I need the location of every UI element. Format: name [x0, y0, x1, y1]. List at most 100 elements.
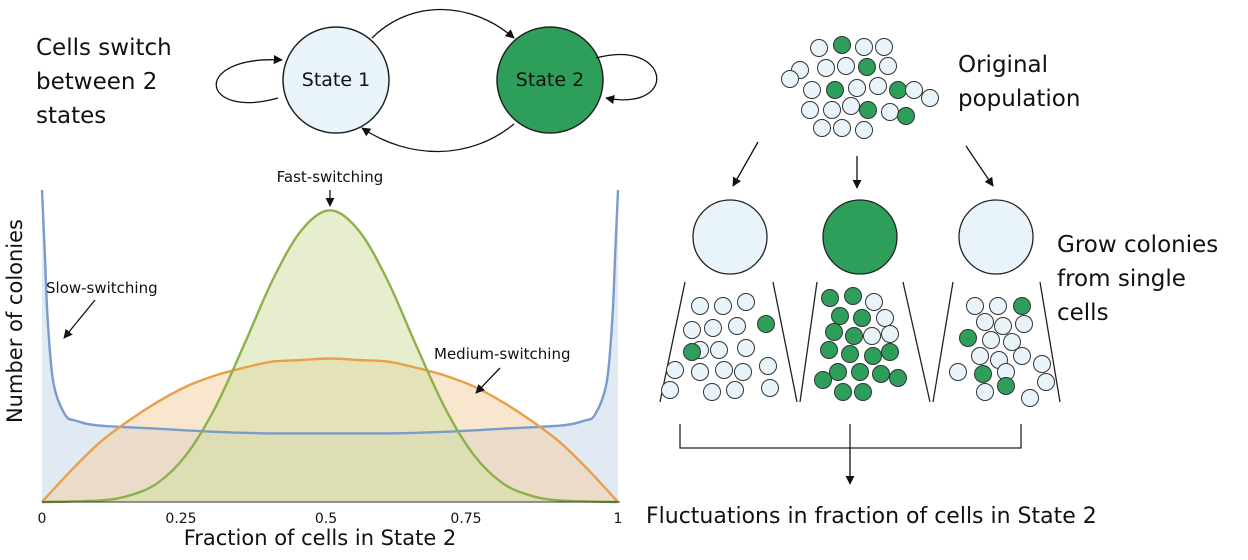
slow-switching-line — [40, 189, 620, 435]
population-cell — [837, 57, 855, 75]
colony-right-cell — [971, 347, 989, 365]
colony-middle-cell — [825, 323, 843, 341]
colony-left-cell — [726, 381, 744, 399]
colony-left-seed-cell — [692, 199, 768, 275]
colony-right-cell — [1013, 347, 1031, 365]
colony-right-cell — [966, 297, 984, 315]
colony-left-cell — [757, 315, 775, 333]
colony-left-cell — [728, 317, 746, 335]
colony-right-cell — [1033, 355, 1051, 373]
colony-right-cell — [1015, 315, 1033, 333]
switching-caption: Cells switch between 2 states — [36, 31, 172, 133]
colony-middle-cell — [881, 325, 899, 343]
arrow-to-colony-left — [732, 141, 759, 187]
colony-left-cell — [710, 341, 728, 359]
population-cell — [869, 77, 887, 95]
colony-middle-cell — [864, 347, 882, 365]
colony-middle-cell — [831, 307, 849, 325]
fast-switching-area — [42, 210, 618, 503]
population-cell — [921, 89, 939, 107]
grow-colonies-line-3: cells — [1057, 300, 1109, 326]
colony-middle-cell — [881, 343, 899, 361]
grow-colonies-label: Grow colonies from single cells — [1057, 228, 1218, 330]
medium-switching-label: Medium-switching — [434, 345, 571, 363]
colony-middle-cell — [876, 309, 894, 327]
colony-middle-seed-cell — [822, 199, 898, 275]
slow-switching-pointer — [63, 299, 96, 339]
colony-middle-cell — [872, 365, 890, 383]
colony-left-cell — [737, 293, 755, 311]
colony-right-cell — [997, 377, 1015, 395]
colony-right-cell — [989, 297, 1007, 315]
colony-left-cell — [759, 357, 777, 375]
colony-middle-cell — [814, 371, 832, 389]
colony-right-cell — [976, 383, 994, 401]
colony-middle-cell — [863, 327, 881, 345]
x-axis-label: Fraction of cells in State 2 — [183, 526, 457, 550]
switching-caption-line-2: between 2 — [36, 69, 158, 95]
x-tick-0: 0 — [37, 511, 47, 527]
colony-middle-cell — [834, 383, 852, 401]
self-loop-state2 — [595, 53, 658, 104]
colony-right-cell — [976, 313, 994, 331]
merge-bracket — [679, 424, 1022, 485]
colony-left-cell — [715, 361, 733, 379]
fluctuations-label: Fluctuations in fraction of cells in Sta… — [646, 504, 1097, 529]
state-1-circle — [282, 26, 390, 134]
colony-right-cell — [1021, 389, 1039, 407]
population-cell — [875, 38, 893, 56]
colony-middle-cone — [799, 281, 931, 403]
series-lines — [40, 189, 620, 504]
state-switching-diagram — [215, 8, 658, 153]
colony-right-cell — [1037, 373, 1055, 391]
colony-middle-cell — [851, 363, 869, 381]
colony-left-cell — [704, 319, 722, 337]
colony-left-cell — [737, 339, 755, 357]
x-tick-0-25: 0.25 — [165, 511, 197, 527]
population-cell — [889, 81, 907, 99]
population-cell — [813, 119, 831, 137]
population-cell — [781, 70, 799, 88]
colony-left-cone — [659, 281, 798, 403]
colony-right-cell — [1013, 297, 1031, 315]
arrow-state1-to-state2 — [371, 8, 515, 39]
colony-middle-cell — [829, 363, 847, 381]
population-cell — [879, 57, 897, 75]
colony-right-cell — [994, 317, 1012, 335]
colony-middle-cell — [821, 289, 839, 307]
population-cell — [801, 101, 819, 119]
fast-switching-line — [41, 209, 619, 504]
arrow-state2-to-state1 — [361, 123, 515, 153]
self-loop-state1 — [215, 55, 283, 104]
colony-middle-cell — [854, 383, 872, 401]
population-cell — [859, 101, 877, 119]
colony-left-cell — [734, 363, 752, 381]
colony-left-cell — [761, 379, 779, 397]
colony-left-cell — [703, 383, 721, 401]
colony-middle-cell — [845, 327, 863, 345]
x-tick-0-5: 0.5 — [314, 511, 338, 527]
medium-switching-pointer — [475, 367, 501, 394]
population-cell — [855, 38, 873, 56]
colony-left-cell — [691, 363, 709, 381]
colony-middle-cell — [820, 341, 838, 359]
population-cell — [842, 97, 860, 115]
colony-middle-cell — [889, 369, 907, 387]
colony-left-cell — [683, 343, 701, 361]
fast-switching-label: Fast-switching — [276, 168, 384, 186]
y-axis-label: Number of colonies — [3, 218, 27, 424]
colony-distribution-chart — [40, 189, 620, 504]
medium-switching-line — [41, 357, 619, 503]
series-areas — [42, 190, 618, 503]
population-diagram — [659, 36, 1061, 485]
population-cell — [817, 59, 835, 77]
x-tick-0-75: 0.75 — [450, 511, 482, 527]
population-cell — [858, 58, 876, 76]
colony-right-cell — [949, 363, 967, 381]
colony-left-cell — [714, 297, 732, 315]
colony-right-cell — [1003, 333, 1021, 351]
state-1-label: State 1 — [301, 69, 371, 91]
population-cell — [833, 36, 851, 54]
grow-colonies-line-1: Grow colonies — [1057, 232, 1219, 258]
